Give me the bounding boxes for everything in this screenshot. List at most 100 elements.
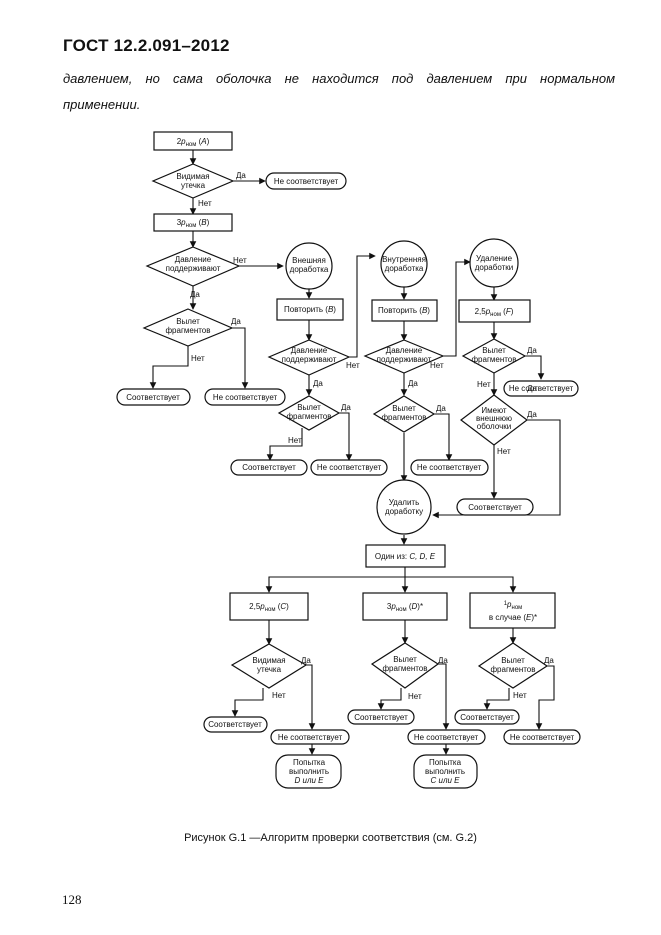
svg-text:выполнить: выполнить	[425, 767, 465, 776]
label-yes-shell: Да	[527, 410, 537, 419]
label-no: Нет	[477, 380, 491, 389]
terminal-not-conform-3: Не соответствует	[310, 459, 388, 476]
svg-text:Попытка: Попытка	[293, 758, 326, 767]
node-3p-d: 3pном (D)*	[362, 592, 448, 621]
node-repeat-b-1: Повторить (B)	[276, 298, 344, 321]
svg-text:Соответствует: Соответствует	[460, 713, 514, 722]
svg-text:в случае (E)*: в случае (E)*	[489, 613, 537, 622]
svg-text:доработки: доработки	[475, 263, 514, 272]
label-no: Нет	[233, 256, 247, 265]
label-yes: Да	[436, 404, 446, 413]
terminal-try-d-or-e: Попытка выполнить D или E	[275, 754, 342, 789]
terminal-not-conform-6: Не соответствует	[270, 729, 350, 745]
svg-text:3pном (D)*: 3pном (D)*	[387, 602, 423, 613]
label-no: Нет	[408, 692, 422, 701]
svg-text:фрагментов: фрагментов	[471, 355, 516, 364]
svg-text:утечка: утечка	[181, 181, 206, 190]
terminal-not-conform-2: Не соответствует	[204, 388, 286, 406]
label-no: Нет	[191, 354, 205, 363]
svg-text:Внутренняя: Внутренняя	[382, 255, 426, 264]
decision-fragments-4: Вылет фрагментов	[461, 338, 527, 374]
decision-visible-leak-1: Видимая утечка	[151, 163, 235, 199]
circle-external-rework: Внешняя доработка	[285, 242, 333, 290]
svg-text:Повторить (B): Повторить (B)	[378, 306, 430, 315]
svg-text:доработка: доработка	[290, 265, 329, 274]
node-one-of-cde: Один из: C, D, E	[365, 544, 446, 568]
label-yes: Да	[190, 290, 200, 299]
svg-text:Давление: Давление	[291, 346, 328, 355]
decision-visible-leak-2: Видимая утечка	[230, 643, 308, 689]
decision-fragments-5: Вылет фрагментов	[370, 642, 440, 689]
label-yes: Да	[313, 379, 323, 388]
terminal-conform-5: Соответствует	[347, 709, 415, 725]
svg-text:2,5pном (F): 2,5pном (F)	[475, 307, 514, 318]
terminal-conform-4: Соответствует	[203, 716, 268, 733]
node-25p-f: 2,5pном (F)	[458, 299, 531, 323]
node-2p-a: 2pном (A)	[153, 131, 233, 151]
label-no: Нет	[497, 447, 511, 456]
terminal-not-conform-5: Не соответствует	[503, 380, 579, 397]
svg-text:Не соответствует: Не соответствует	[414, 733, 479, 742]
label-yes: Да	[408, 379, 418, 388]
label-no: Нет	[272, 691, 286, 700]
svg-text:утечка: утечка	[257, 665, 282, 674]
svg-text:Не соответствует: Не соответствует	[278, 733, 343, 742]
svg-text:Соответствует: Соответствует	[468, 503, 522, 512]
svg-text:1pном: 1pном	[504, 600, 523, 611]
label-yes: Да	[236, 171, 246, 180]
svg-text:2pном (A): 2pном (A)	[177, 137, 210, 148]
svg-text:поддерживают: поддерживают	[377, 355, 432, 364]
intro-line-2: применении.	[63, 97, 141, 112]
terminal-conform-3: Соответствует	[456, 498, 534, 516]
label-yes: Да	[438, 656, 448, 665]
svg-text:Не соответствует: Не соответствует	[509, 384, 574, 393]
node-3p-b: 3pном (B)	[153, 213, 233, 232]
svg-text:Не соответствует: Не соответствует	[510, 733, 575, 742]
svg-text:оболочки: оболочки	[477, 422, 511, 431]
decision-fragments-3: Вылет фрагментов	[372, 395, 436, 433]
svg-text:Вылет: Вылет	[482, 346, 506, 355]
svg-text:Вылет: Вылет	[176, 317, 200, 326]
svg-text:Соответствует: Соответствует	[126, 393, 180, 402]
svg-text:Удалить: Удалить	[389, 498, 420, 507]
svg-text:C или E: C или E	[431, 776, 461, 785]
svg-text:Внешняя: Внешняя	[292, 256, 326, 265]
terminal-not-conform-8: Не соответствует	[503, 729, 581, 745]
svg-text:Повторить (B): Повторить (B)	[284, 305, 336, 314]
svg-text:Видимая: Видимая	[252, 656, 285, 665]
svg-text:фрагментов: фрагментов	[382, 664, 427, 673]
svg-text:Вылет: Вылет	[392, 404, 416, 413]
svg-text:фрагментов: фрагментов	[165, 326, 210, 335]
label-yes: Да	[527, 384, 537, 393]
svg-text:Не соответствует: Не соответствует	[317, 463, 382, 472]
svg-text:фрагментов: фрагментов	[286, 412, 331, 421]
label-no: Нет	[513, 691, 527, 700]
label-no: Нет	[198, 199, 212, 208]
label-yes: Да	[341, 403, 351, 412]
svg-text:поддерживают: поддерживают	[166, 264, 221, 273]
node-1p-e: 1pном в случае (E)*	[469, 592, 556, 629]
node-repeat-b-2: Повторить (B)	[371, 299, 438, 322]
decision-fragments-1: Вылет фрагментов	[142, 308, 234, 347]
intro-line-1: давлением, но сама оболочка не находится…	[63, 71, 615, 86]
label-yes: Да	[301, 656, 311, 665]
connectors	[149, 150, 561, 755]
svg-text:2,5pном (C): 2,5pном (C)	[249, 602, 289, 613]
svg-text:Вылет: Вылет	[297, 403, 321, 412]
terminal-not-conform-7: Не соответствует	[407, 729, 486, 745]
svg-text:Вылет: Вылет	[501, 656, 525, 665]
svg-text:поддерживают: поддерживают	[282, 355, 337, 364]
svg-text:доработка: доработка	[385, 264, 424, 273]
svg-text:Соответствует: Соответствует	[208, 720, 262, 729]
circle-remove-rework: Удаление доработки	[469, 238, 519, 288]
svg-text:доработку: доработку	[385, 507, 423, 516]
label-yes: Да	[544, 656, 554, 665]
terminal-not-conform-1: Не соответствует	[265, 172, 347, 190]
decision-fragments-6: Вылет фрагментов	[477, 642, 549, 689]
svg-text:выполнить: выполнить	[289, 767, 329, 776]
figure-caption: Рисунок G.1 —Алгоритм проверки соответст…	[184, 832, 477, 844]
svg-text:Не соответствует: Не соответствует	[417, 463, 482, 472]
terminal-not-conform-4: Не соответствует	[410, 459, 489, 476]
document-header: ГОСТ 12.2.091–2012	[63, 36, 230, 55]
decision-fragments-2: Вылет фрагментов	[277, 395, 341, 431]
